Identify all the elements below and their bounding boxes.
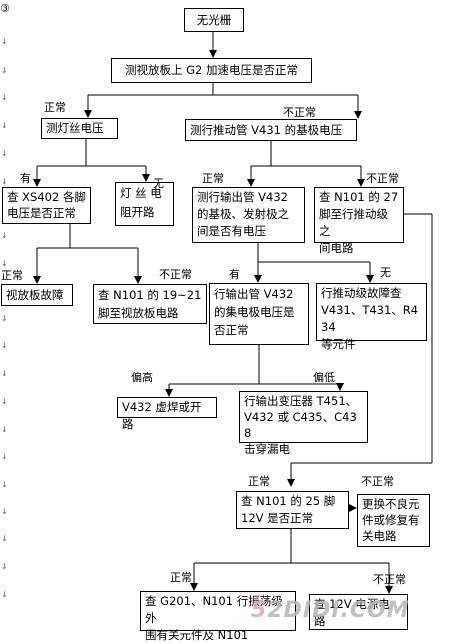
svg-text:↓: ↓ xyxy=(1,341,8,350)
label-replace-abnormal: 不正常 xyxy=(361,475,394,488)
label-g201-normal: 正常 xyxy=(170,571,192,584)
site-watermark: 52DIDI.COM xyxy=(251,598,410,623)
label-drive-normal: 正常 xyxy=(202,172,224,185)
node-drive-stage-fault: 行推动级故障查 V431、T431、R434 等元件 xyxy=(316,283,427,351)
svg-text:↓: ↓ xyxy=(1,534,8,543)
label-high: 偏高 xyxy=(131,371,153,384)
svg-text:↓: ↓ xyxy=(1,66,8,75)
node-output-transformer: 行输出变压器 T451、 V432 或 C435、C438 击穿漏电 xyxy=(239,391,368,456)
svg-text:↓: ↓ xyxy=(1,425,8,434)
label-v431-abnormal: 不正常 xyxy=(283,106,316,119)
node-drive-output-tube: 测行输出管 V432 的基极、发射极之 间是否有电压 xyxy=(192,187,305,243)
svg-text:↓: ↓ xyxy=(1,37,8,46)
node-lamp-resistor: 灯 丝 电 阻开路 xyxy=(115,182,174,226)
label-low: 偏低 xyxy=(313,371,335,384)
svg-text:↓: ↓ xyxy=(1,369,8,378)
node-check-n101-27: 查 N101 的 27 脚至行推动级之 间电路 xyxy=(314,187,404,255)
node-measure-g2: 测视放板上 G2 加速电压是否正常 xyxy=(111,58,312,83)
label-12v-abnormal: 不正常 xyxy=(373,573,406,586)
svg-text:↓: ↓ xyxy=(1,259,8,268)
node-replace-parts: 更换不良元 件或修复有 关电路 xyxy=(357,494,430,547)
node-measure-filament: 测灯丝电压 xyxy=(41,118,118,139)
label-n101-abnormal: 不正常 xyxy=(159,268,192,281)
svg-text:↓: ↓ xyxy=(1,480,8,489)
svg-text:↓: ↓ xyxy=(1,507,8,516)
label-filament-normal: 正常 xyxy=(44,101,66,114)
label-n101-25-normal: 正常 xyxy=(248,475,270,488)
svg-text:↓: ↓ xyxy=(1,562,8,571)
flowchart-connectors: ↓↓↓ ↓↓↓ ↓↓↓ ↓↓↓ ↓↓↓ ↓↓↓ ↓↓ xyxy=(1,31,433,599)
node-output-collector: 行输出管 V432 的集电极电压是 否正常 xyxy=(209,283,309,345)
svg-text:↓: ↓ xyxy=(1,177,8,186)
node-check-xs402: 查 XS402 各脚 电压是否正常 xyxy=(2,187,91,224)
label-resistor-none: 无 xyxy=(153,177,164,190)
step-marker: ③ xyxy=(0,2,10,15)
svg-text:↓: ↓ xyxy=(1,314,8,323)
node-measure-v431: 测行推动管 V431 的基极电压 xyxy=(185,119,357,141)
svg-text:↓: ↓ xyxy=(1,397,8,406)
svg-text:↓: ↓ xyxy=(1,149,8,158)
node-check-n101-19-21: 查 N101 的 19~21 脚至视放板电路 xyxy=(93,284,207,324)
node-check-n101-25: 查 N101 的 25 脚 12V 是否正常 xyxy=(236,491,349,529)
svg-text:↓: ↓ xyxy=(1,93,8,102)
node-video-board-fault: 视放板故障 xyxy=(1,284,73,306)
svg-text:↓: ↓ xyxy=(1,452,8,461)
node-v432-solder: V432 虚焊或开路 xyxy=(117,397,217,431)
label-videoboard-normal: 正常 xyxy=(1,269,23,282)
label-xs402-have: 有 xyxy=(20,172,31,185)
svg-text:↓: ↓ xyxy=(1,590,8,599)
label-drive-none: 无 xyxy=(380,266,391,279)
label-drive-abnormal: 不正常 xyxy=(366,172,399,185)
svg-text:↓: ↓ xyxy=(1,121,8,130)
svg-text:↓: ↓ xyxy=(1,231,8,240)
label-collector-have: 有 xyxy=(229,268,240,281)
node-no-raster: 无光栅 xyxy=(184,8,244,32)
left-margin-marks: ↓↓↓ ↓↓↓ ↓↓↓ ↓↓↓ ↓↓↓ ↓↓↓ ↓↓ xyxy=(1,37,8,599)
